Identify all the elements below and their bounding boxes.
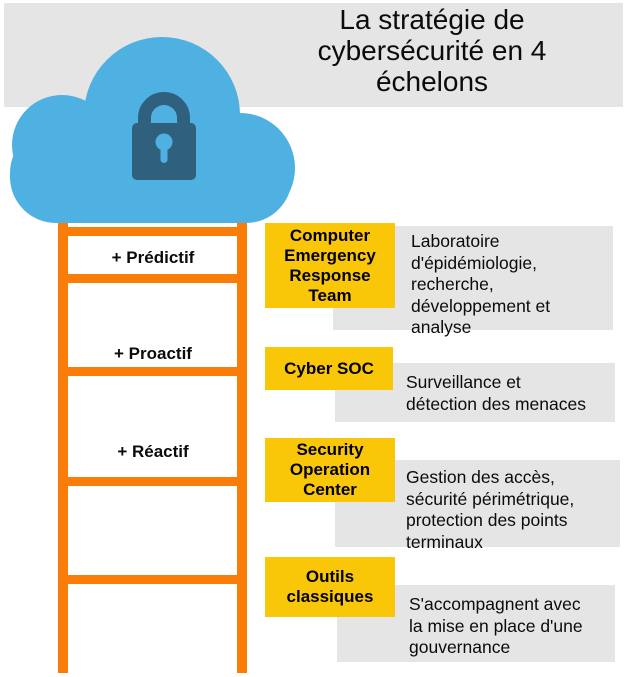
ladder-rung-2 (58, 274, 247, 283)
description-text: S'accompagnent avec la mise en place d'u… (409, 594, 583, 657)
ladder-rung-1 (58, 227, 247, 236)
category-tag-cert: Computer Emergency Response Team (265, 223, 395, 308)
category-tag-outils: Outils classiques (265, 557, 395, 617)
ladder-label-proactif: + Proactif (114, 344, 192, 363)
category-tag-soc: Security Operation Center (265, 438, 395, 502)
description-text: Laboratoire d'épidémiologie, recherche, … (411, 231, 551, 337)
padlock-icon (132, 92, 196, 180)
description-text: Gestion des accès, sécurité périmétrique… (406, 467, 575, 552)
keyhole-icon (155, 133, 173, 151)
ladder-rung-5 (58, 575, 247, 584)
ladder-left-rail (58, 220, 68, 673)
ladder-rung-4 (58, 477, 247, 486)
ladder-label-reactif: + Réactif (117, 442, 189, 461)
cloud-lock-graphic (10, 37, 295, 223)
description-text: Surveillance et détection des menaces (406, 372, 586, 414)
ladder-right-rail (237, 220, 247, 673)
page-title: La stratégie de cybersécurité en 4 échel… (317, 4, 547, 97)
category-tag-cybersoc: Cyber SOC (265, 347, 393, 390)
ladder-rung-3 (58, 367, 247, 376)
ladder-label-predictif: + Prédictif (111, 248, 195, 267)
